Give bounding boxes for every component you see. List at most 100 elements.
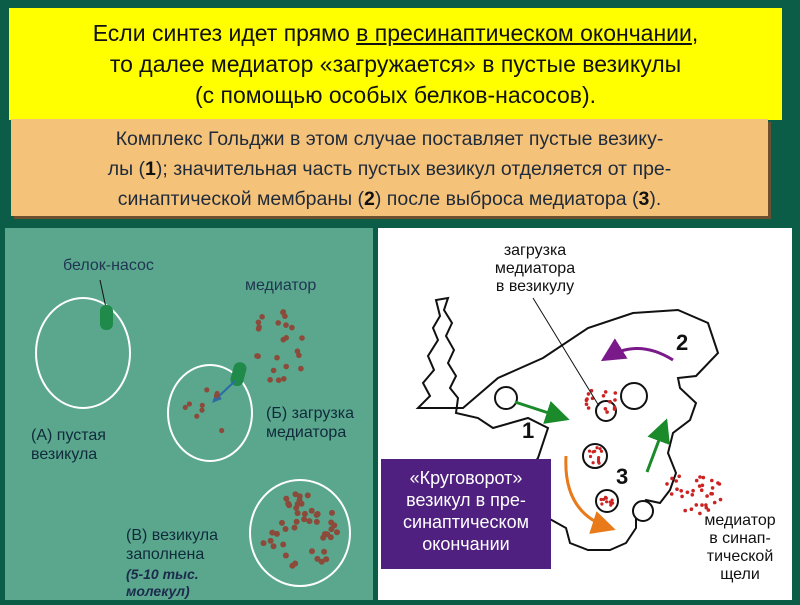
label-v-note-2: молекул) [126, 583, 190, 599]
mediator-dot [694, 503, 699, 507]
krug-line-3: синаптическом [403, 512, 529, 532]
mediator-dot [286, 502, 293, 509]
mediator-dot [269, 529, 276, 536]
mediator-dot [282, 552, 289, 559]
mediator-dot [701, 475, 706, 480]
mediator-dot [691, 488, 695, 493]
mediator-dot [275, 377, 282, 383]
mediator-dot [186, 401, 192, 407]
mediator-dot [270, 543, 277, 550]
mediator-dot [293, 505, 300, 511]
mediator-dot [267, 377, 273, 383]
vesicle-b-dots [182, 387, 225, 434]
note-number-2: 2 [364, 188, 375, 210]
mediator-dot [613, 391, 618, 395]
mediator-dot [710, 478, 714, 483]
mediator-dot [611, 501, 615, 505]
mediator-dot [308, 507, 315, 514]
mediator-dot [595, 446, 599, 450]
mediator-dot [314, 511, 321, 517]
empty-vesicle-1 [494, 386, 518, 410]
left-diagram-panel: белок-насос медиатор (А) пустая везикула… [5, 228, 373, 600]
mediator-dot [306, 518, 313, 525]
mediator-dot [282, 526, 289, 532]
number-2: 2 [676, 330, 689, 355]
mediator-dot [598, 447, 602, 451]
mediator-dot [699, 488, 704, 493]
mediator-dot [710, 486, 715, 490]
load-label-line-3: в везикулу [495, 278, 575, 295]
mediator-dot [670, 476, 674, 481]
mediator-dot [291, 524, 298, 531]
mediator-dot [283, 495, 290, 502]
number-3: 3 [616, 464, 629, 489]
arrow-1 [514, 400, 570, 424]
note-line-1: Комплекс Гольджи в этом случае поставляе… [115, 128, 664, 150]
mediator-dot [298, 500, 305, 507]
mediator-dot [669, 492, 674, 496]
mediator-dot [283, 322, 289, 328]
mediator-dot [710, 492, 714, 496]
mediator-dot [608, 399, 612, 404]
mediator-dot [292, 491, 299, 498]
title-box: Если синтез идет прямо в пресинаптическо… [9, 8, 782, 120]
mediator-dot [331, 522, 338, 529]
mediator-dot [591, 450, 595, 454]
mediator-dot [321, 548, 328, 555]
cleft-label-line-1: медиатор [704, 512, 776, 529]
mediator-dot [706, 508, 711, 512]
mediator-dot [599, 449, 604, 453]
mediator-dot [600, 502, 604, 506]
mediator-dot [255, 353, 261, 359]
mediator-dot [586, 392, 591, 396]
mediator-dot [323, 556, 330, 563]
mediator-dot [680, 494, 684, 499]
mediator-dot [605, 500, 609, 504]
mediator-dot [584, 402, 589, 406]
fusing-vesicle [632, 500, 654, 522]
cleft-label-line-3: тической [706, 548, 774, 565]
empty-vesicle-2 [620, 382, 648, 410]
mediator-dot [677, 474, 681, 479]
krug-line-4: окончании [422, 534, 510, 554]
label-v-line-2: заполнена [126, 546, 205, 563]
mediator-dot [698, 511, 702, 516]
pump-protein-a [100, 305, 113, 330]
mediator-dot [608, 500, 612, 504]
mediator-dot [275, 320, 282, 326]
pump-label: белок-насос [63, 257, 154, 274]
mediator-dot [281, 376, 287, 382]
mediator-dot [199, 402, 205, 408]
arrow-3-orange [564, 455, 616, 534]
mediator-dot [182, 404, 188, 410]
mediator-dot [283, 363, 290, 370]
mediator-dot [694, 478, 699, 483]
mediator-dot [334, 529, 340, 536]
mediator-dot [704, 505, 709, 510]
mediator-dot [270, 367, 277, 374]
note-line-3: синаптической мембраны (2) после выброса… [117, 188, 662, 210]
mediator-dot [679, 489, 683, 493]
load-label-line-2: медиатора [494, 260, 576, 277]
note-number-3: 3 [638, 188, 650, 210]
mediator-dot [584, 398, 589, 402]
vesicle-loading-diagram [35, 279, 351, 587]
mediator-dot [309, 548, 315, 555]
mediator-dot [329, 509, 335, 516]
mediator-dot [604, 495, 608, 499]
mediator-dot [588, 454, 593, 459]
label-v-line-1: (В) везикула [126, 527, 218, 544]
mediator-dot [280, 541, 287, 548]
mediator-dot [587, 449, 592, 453]
mediator-dot [260, 540, 267, 547]
mediator-dot [586, 406, 591, 410]
filled-vesicle [249, 479, 351, 587]
vesicle-cycle-caption: «Круговорот» везикул в пре- синаптическо… [381, 459, 551, 569]
empty-vesicle [35, 297, 131, 409]
mediator-dot [294, 510, 301, 517]
load-label-line-1: загрузка [503, 242, 567, 259]
mediator-dot [299, 335, 305, 341]
mediator-dot [704, 503, 708, 507]
mediator-dot [689, 507, 694, 512]
mediator-dot [610, 498, 614, 502]
